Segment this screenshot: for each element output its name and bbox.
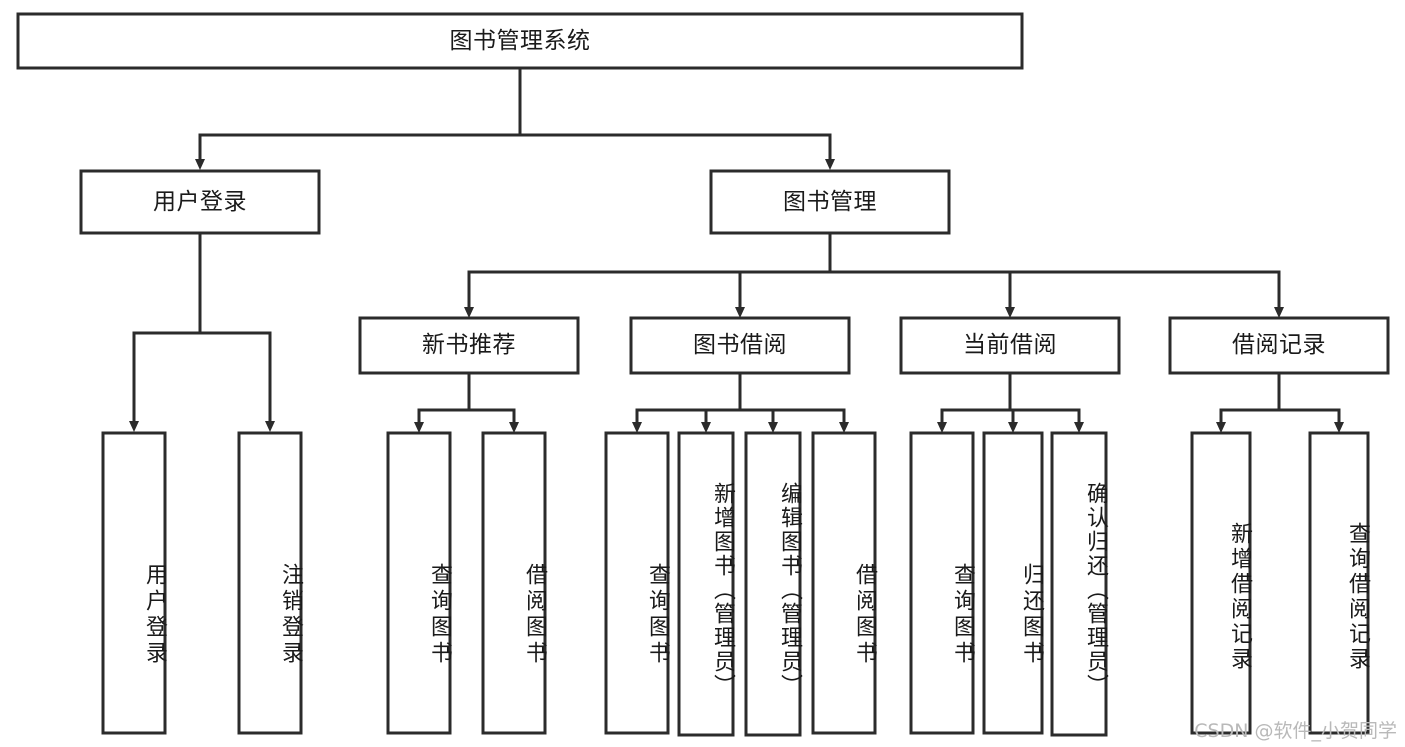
box-leaf-user-login[interactable] <box>101 431 167 735</box>
box-leaf-query-book-2[interactable] <box>604 431 670 735</box>
box-leaf-edit-book[interactable] <box>744 431 802 737</box>
box-leaf-query-record[interactable] <box>1308 431 1370 735</box>
box-leaf-add-book[interactable] <box>677 431 735 737</box>
box-leaf-borrow-book-1[interactable] <box>481 431 547 735</box>
box-user-login[interactable] <box>79 169 321 235</box>
box-leaf-logout[interactable] <box>237 431 303 735</box>
box-book-manage[interactable] <box>709 169 951 235</box>
box-leaf-query-book-3[interactable] <box>909 431 975 735</box>
box-leaf-return-book[interactable] <box>982 431 1044 735</box>
csdn-watermark: CSDN @软件_小贺同学 <box>1194 720 1397 742</box>
box-root[interactable] <box>16 12 1024 70</box>
box-leaf-query-book-1[interactable] <box>386 431 452 735</box>
box-current-borrow[interactable] <box>899 316 1121 375</box>
node-boxes <box>16 12 1390 737</box>
box-book-borrow[interactable] <box>629 316 851 375</box>
box-borrow-record[interactable] <box>1168 316 1390 375</box>
box-new-book-recommend[interactable] <box>358 316 580 375</box>
box-leaf-confirm-return[interactable] <box>1050 431 1108 737</box>
box-leaf-borrow-book-2[interactable] <box>811 431 877 735</box>
connectors <box>129 66 1344 433</box>
box-leaf-add-record[interactable] <box>1190 431 1252 735</box>
